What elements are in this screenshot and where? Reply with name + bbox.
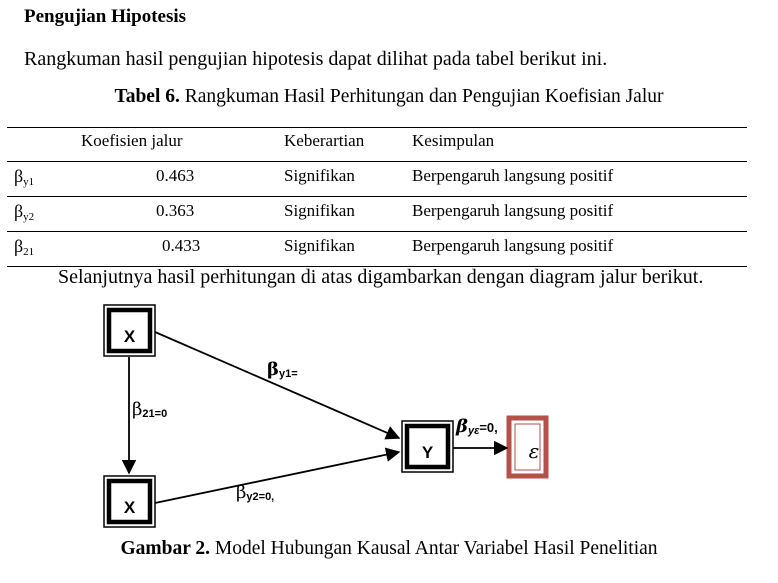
table-row-symbol: βy2 [14,201,34,223]
table-row-conclusion: Berpengaruh langsung positif [412,236,614,255]
node-x2-label: X [124,498,136,517]
table-row-value: 0.463 [156,166,195,185]
path-label-bye: βyε=0, [456,416,498,437]
node-y-label: Y [422,443,434,462]
path-label-sub: 21=0 [142,408,168,420]
beta-subscript: 21 [23,246,35,258]
path-label-sub: y1= [278,368,298,380]
table-row-conclusion: Berpengaruh langsung positif [412,166,614,185]
table-bottom-rule [7,266,747,267]
node-x2: X [103,475,156,528]
beta-subscript: y2 [23,211,35,223]
table-header-rule [7,161,747,162]
table-row-value: 0.433 [162,236,201,255]
table-row-rule [7,231,747,232]
table-row-value: 0.363 [156,201,195,220]
figure-caption-text: Model Hubungan Kausal Antar Variabel Has… [210,538,658,559]
section-heading: Pengujian Hipotesis [24,6,187,27]
figure-caption-label: Gambar 2. [120,538,211,559]
arrow-x1-to-y [154,331,401,440]
table-row-significance: Signifikan [284,201,355,220]
path-label-sub: y2=0, [246,491,275,503]
table-row-rule [7,196,747,197]
path-label-suffix: =0, [479,420,498,435]
beta-symbol: β [14,201,24,221]
table-header-significance: Keberartian [284,131,365,150]
beta-symbol: β [456,416,468,437]
node-epsilon-label: ε [529,439,540,463]
beta-symbol: β [132,399,143,420]
table-caption-text: Rangkuman Hasil Perhitungan dan Pengujia… [179,86,664,107]
table-caption-label: Tabel 6. [114,86,180,107]
table-row-significance: Signifikan [284,236,355,255]
table-top-rule [7,127,747,128]
beta-symbol: β [267,359,279,380]
table-caption: Tabel 6. Rangkuman Hasil Perhitungan dan… [0,86,778,108]
table-header-coefficient: Koefisien jalur [81,131,183,150]
table-row-conclusion: Berpengaruh langsung positif [412,201,614,220]
beta-subscript: y1 [23,176,35,188]
path-label-b21: β21=0 [132,399,167,420]
arrow-x2-to-y [154,447,401,504]
beta-symbol: β [14,236,24,256]
node-epsilon: ε [506,415,549,479]
intro-paragraph: Rangkuman hasil pengujian hipotesis dapa… [24,48,608,70]
table-header-conclusion: Kesimpulan [412,131,495,150]
path-label-by2: βy2=0, [236,482,274,503]
figure-caption: Gambar 2. Model Hubungan Kausal Antar Va… [0,538,778,560]
beta-symbol: β [236,482,247,503]
path-label-by1: βy1= [267,359,298,380]
table-row-symbol: βy1 [14,166,34,188]
node-x1: X [103,304,156,357]
node-y: Y [401,420,454,473]
beta-symbol: β [14,166,24,186]
table-row-significance: Signifikan [284,166,355,185]
node-x1-label: X [124,327,136,346]
diagram-intro-paragraph: Selanjutnya hasil perhitungan di atas di… [58,266,704,288]
table-row-symbol: β21 [14,236,34,258]
path-label-sub: yε [467,425,480,437]
